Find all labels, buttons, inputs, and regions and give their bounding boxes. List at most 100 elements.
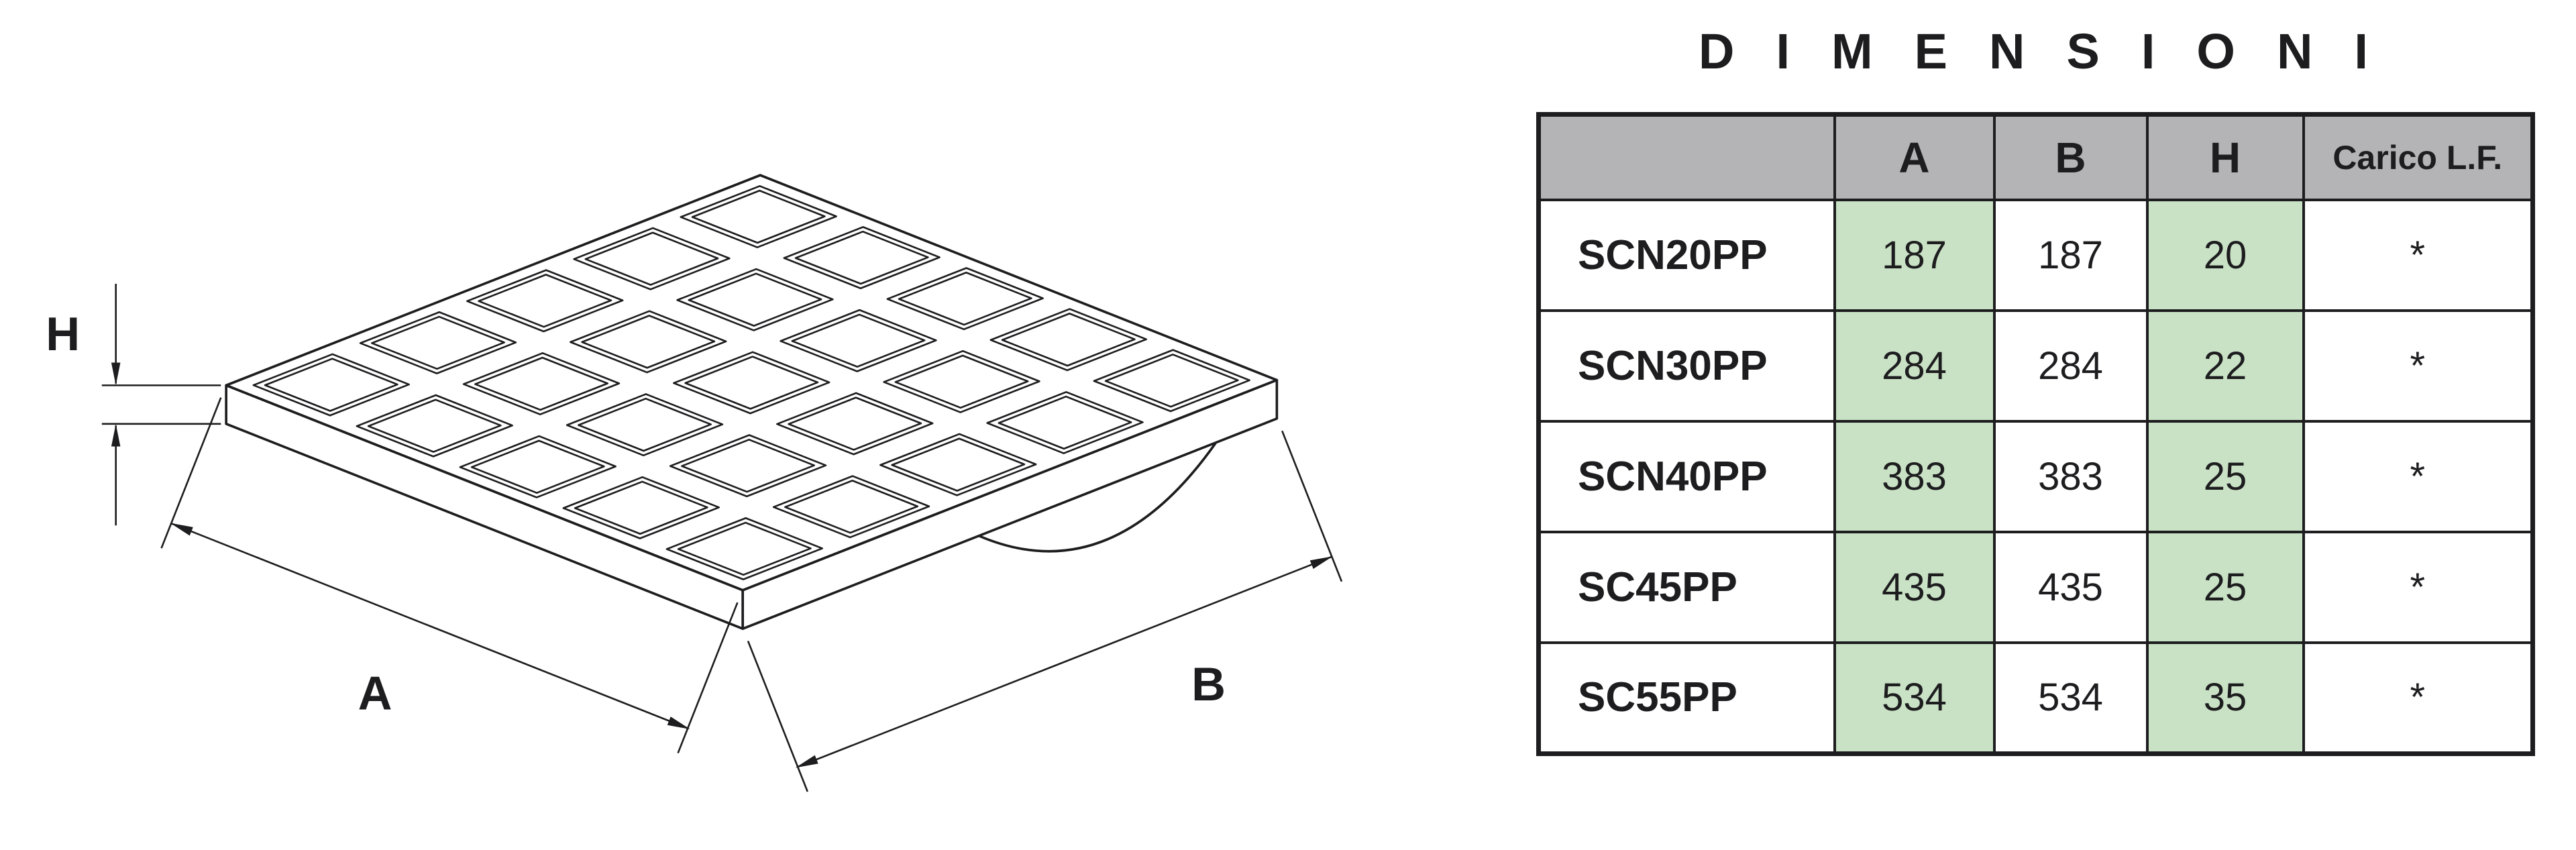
grid-tile: [780, 309, 937, 372]
grid-tile: [784, 480, 919, 534]
value-cell-a: 187: [1833, 199, 1996, 312]
grid-tile: [367, 399, 502, 453]
value-cell-a: 383: [1833, 420, 1996, 533]
dimension-h: [101, 283, 221, 526]
grid-tile: [459, 435, 616, 498]
grid-tile: [898, 271, 1032, 326]
grid-tile: [788, 396, 922, 451]
grid-tile: [665, 517, 824, 580]
grid-tile: [680, 185, 837, 248]
grid-tile: [264, 358, 398, 412]
column-header-b: B: [1992, 113, 2149, 201]
table-row: SCN30PP 284 284 22 *: [1537, 309, 2534, 423]
grid-tile: [356, 394, 513, 458]
grid-tile: [783, 226, 941, 290]
b-dimension-line: [795, 555, 1333, 768]
grid-tile: [681, 438, 816, 493]
value-cell-h: 25: [2145, 531, 2305, 644]
value-cell-h: 25: [2145, 420, 2305, 533]
grid-tile: [794, 230, 929, 285]
dimension-a: [160, 397, 739, 754]
model-name-cell: SCN30PP: [1537, 309, 1836, 423]
value-cell-h: 22: [2145, 309, 2305, 423]
grid-tile: [691, 189, 826, 244]
grid-tile: [891, 437, 1026, 492]
grid-tile: [570, 310, 727, 374]
plate-top-face: [225, 174, 1279, 592]
b-extension-line-2: [1281, 430, 1343, 582]
dimension-label-b: B: [1191, 657, 1226, 710]
grid-tile: [462, 352, 621, 416]
grid-tile: [989, 308, 1147, 372]
dimension-label-h: H: [46, 307, 80, 360]
b-extension-line-1: [747, 641, 809, 792]
value-cell-h: 35: [2145, 641, 2305, 755]
load-cell: *: [2302, 641, 2534, 755]
plate-grid-tiles: [252, 185, 1250, 580]
model-name-cell: SC55PP: [1537, 641, 1836, 755]
grid-tile: [673, 351, 830, 415]
value-cell-b: 383: [1992, 420, 2149, 533]
value-cell-b: 534: [1992, 641, 2149, 755]
value-cell-b: 284: [1992, 309, 2149, 423]
table-row: SC45PP 435 435 25 *: [1537, 531, 2534, 644]
grid-tile: [566, 393, 724, 457]
grid-tile: [879, 433, 1037, 496]
load-cell: *: [2302, 309, 2534, 423]
grid-tile: [776, 392, 934, 456]
a-extension-line-1: [160, 397, 222, 549]
table-title: DIMENSIONI: [1699, 23, 2410, 79]
plate-outline: [225, 174, 1279, 631]
value-cell-a: 284: [1833, 309, 1996, 423]
grid-tile: [883, 350, 1040, 413]
grid-tile: [584, 231, 719, 286]
grid-tile: [371, 315, 505, 370]
grid-tile: [772, 475, 930, 539]
grid-tile: [474, 356, 608, 411]
dimension-b: [747, 430, 1343, 792]
model-name-cell: SCN20PP: [1537, 199, 1836, 312]
grid-tile: [684, 356, 819, 410]
table-row: SC55PP 534 534 35 *: [1537, 641, 2534, 755]
a-extension-line-2: [677, 602, 739, 754]
column-header-a: A: [1833, 113, 1996, 201]
value-cell-a: 435: [1833, 531, 1996, 644]
grid-tile: [466, 269, 624, 333]
grid-tile: [986, 390, 1144, 454]
dimensions-panel: DIMENSIONI A B H Carico L.F. SCN20PP 187…: [1536, 23, 2535, 756]
value-cell-b: 435: [1992, 531, 2149, 644]
grid-tile: [791, 313, 926, 368]
grid-tile: [688, 272, 822, 327]
grid-tile: [669, 434, 827, 498]
grid-tile: [1001, 313, 1136, 367]
model-name-cell: SCN40PP: [1537, 420, 1836, 533]
load-cell: *: [2302, 199, 2534, 312]
grid-tile: [894, 354, 1029, 409]
grid-tile: [676, 268, 834, 331]
grid-tile: [252, 353, 410, 417]
grid-tile: [359, 311, 517, 374]
grid-tile: [1104, 354, 1239, 408]
isometric-plate-drawing: H A B: [46, 174, 1343, 792]
model-name-cell: SC45PP: [1537, 531, 1836, 644]
grid-tile: [470, 439, 605, 494]
table-row: SCN20PP 187 187 20 *: [1537, 199, 2534, 312]
grid-tile: [677, 521, 812, 576]
column-header-h: H: [2145, 113, 2305, 201]
value-cell-a: 534: [1833, 641, 1996, 755]
dimensions-table: A B H Carico L.F. SCN20PP 187 187 20 * S…: [1536, 112, 2535, 756]
grid-tile: [478, 274, 612, 328]
dimension-label-a: A: [358, 666, 392, 719]
column-header-model: [1537, 113, 1836, 201]
header-row: A B H Carico L.F.: [1537, 113, 2534, 201]
handle-recess-curve: [978, 442, 1217, 553]
grid-tile: [573, 227, 731, 290]
grid-tile: [1093, 349, 1250, 413]
column-header-load: Carico L.F.: [2302, 113, 2534, 201]
value-cell-h: 20: [2145, 199, 2305, 312]
a-dimension-line: [170, 523, 690, 730]
grid-tile: [998, 395, 1132, 450]
table-row: SCN40PP 383 383 25 *: [1537, 420, 2534, 533]
grid-tile: [578, 397, 712, 452]
load-cell: *: [2302, 531, 2534, 644]
